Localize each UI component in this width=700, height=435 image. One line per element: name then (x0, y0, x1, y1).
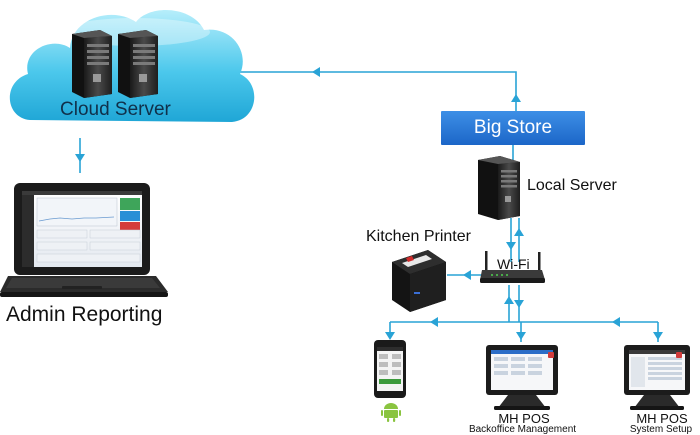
cloud-to-bigstore-line (232, 71, 517, 111)
arrow-down-phone (385, 332, 395, 340)
kitchen-printer-label: Kitchen Printer (366, 228, 471, 245)
arrowheads (75, 67, 663, 340)
pos-backoffice-title: MH POS (498, 411, 550, 426)
cloud-server-label: Cloud Server (60, 99, 171, 120)
arrow-down-router (506, 242, 516, 250)
server-icon (478, 156, 520, 220)
wifi-label: Wi-Fi (497, 256, 530, 272)
laptop-icon (0, 183, 168, 297)
android-icon (381, 403, 401, 422)
arrow-down-pos1 (516, 332, 526, 340)
arrow-down-pos2 (653, 332, 663, 340)
arrow-down-bus (514, 300, 524, 308)
arrow-up-bigstore (511, 94, 521, 102)
local-server-label: Local Server (527, 177, 617, 194)
pos-setup-title: MH POS (636, 411, 688, 426)
pos-terminal-icon (624, 345, 690, 410)
big-store-box: Big Store (441, 111, 585, 145)
server-icon (72, 30, 158, 98)
big-store-label: Big Store (473, 117, 553, 138)
printer-icon (392, 250, 446, 312)
arrow-down-laptop (75, 154, 85, 162)
arrow-up-router (504, 296, 514, 304)
router-icon (480, 251, 545, 283)
arrow-up-server (514, 228, 524, 236)
admin-reporting-label: Admin Reporting (6, 303, 163, 326)
arrow-to-printer (463, 270, 471, 280)
arrow-bus-right (612, 317, 620, 327)
arrow-to-cloud (312, 67, 320, 77)
pos-terminal-icon (486, 345, 558, 410)
arrow-bus-left (430, 317, 438, 327)
pos-setup-subtitle: System Setup (629, 424, 693, 435)
phone-icon (374, 340, 406, 398)
pos-backoffice-subtitle: Backoffice Management (468, 424, 577, 435)
